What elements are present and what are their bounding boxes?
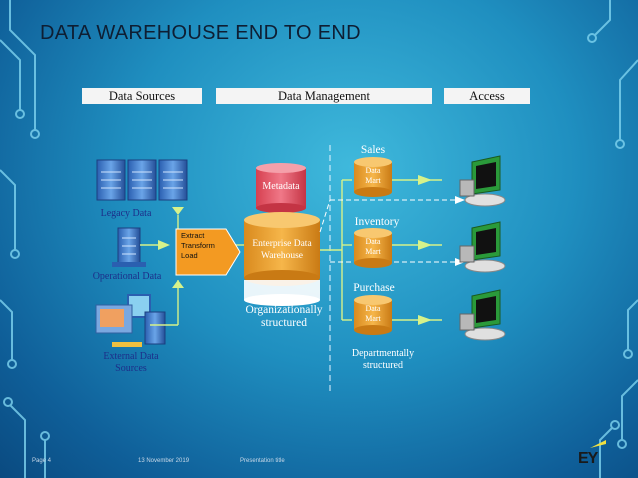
legacy-servers-icon <box>96 159 188 201</box>
header-data-management: Data Management <box>216 88 432 104</box>
mart-label-purchase: Data Mart <box>365 304 381 323</box>
slide-title: DATA WAREHOUSE END TO END <box>40 22 361 44</box>
footer-page: Page 4 <box>32 458 52 464</box>
metadata-label: Metadata <box>262 181 300 192</box>
operational-data-label: Operational Data <box>92 271 162 282</box>
arrow-external-up <box>172 280 184 288</box>
external-data-icon <box>95 294 166 347</box>
mart-title-purchase: Purchase <box>353 282 395 294</box>
footer-date: 13 November 2019 <box>138 458 190 464</box>
arrow-legacy-down <box>172 207 184 215</box>
warehouse-connectors <box>320 179 442 321</box>
mart-title-sales: Sales <box>360 144 386 156</box>
ey-logo-accent <box>590 440 606 448</box>
computer-icon-3 <box>459 289 506 341</box>
organizationally-structured-label: Organizationally structured <box>245 304 323 329</box>
etl-box <box>175 228 241 276</box>
data-mart-sales <box>354 157 392 197</box>
mart-title-inventory: Inventory <box>354 216 400 228</box>
source-connectors <box>140 215 244 326</box>
data-mart-purchase <box>354 295 392 335</box>
etl-label: Extract Transform Load <box>181 231 215 260</box>
warehouse-cylinder <box>244 212 320 306</box>
computer-icon-1 <box>459 155 506 207</box>
departmentally-structured-label: Departmentally structured <box>351 348 415 371</box>
header-data-sources: Data Sources <box>82 88 202 104</box>
mart-label-inventory: Data Mart <box>365 237 381 256</box>
computer-icon-2 <box>459 221 506 273</box>
warehouse-label: Enterprise Data Warehouse <box>252 239 312 261</box>
arrow-operational <box>158 240 170 250</box>
metadata-cylinder <box>256 163 306 213</box>
legacy-data-label: Legacy Data <box>100 208 152 219</box>
access-dashed-lines <box>319 199 462 263</box>
data-mart-inventory <box>354 228 392 268</box>
footer-presentation-title: Presentation title <box>240 458 285 464</box>
ey-logo: EY <box>578 450 598 467</box>
operational-server-icon <box>112 227 146 267</box>
external-data-label: External Data Sources <box>103 351 159 374</box>
header-access: Access <box>444 88 530 104</box>
mart-label-sales: Data Mart <box>365 166 381 185</box>
